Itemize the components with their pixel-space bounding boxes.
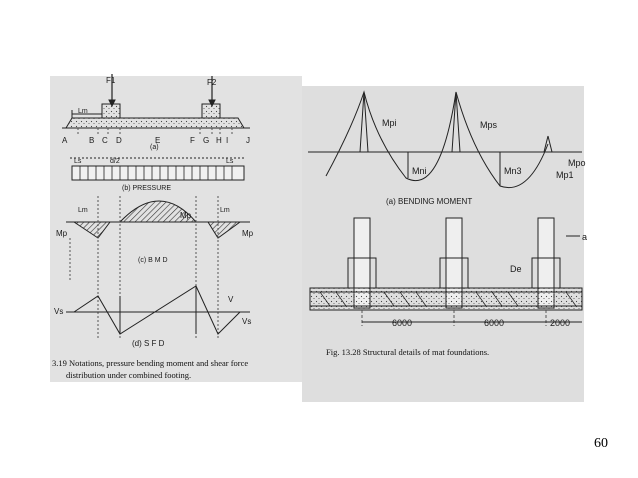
ls-label-right: Ls — [226, 158, 234, 165]
station-labels: A B C D E F G H I J — [62, 136, 250, 145]
dimension-2000: 2000 — [550, 318, 570, 328]
panel-b-label: (b) PRESSURE — [122, 185, 171, 192]
right-caption: Fig. 13.28 Structural details of mat fou… — [326, 347, 489, 357]
left-caption-line2: distribution under combined footing. — [66, 370, 191, 380]
station-d: D — [116, 136, 122, 145]
panel-d-label: (d) S F D — [132, 339, 165, 348]
lm-label-c-right: Lm — [220, 207, 230, 214]
a-label: a — [582, 232, 587, 242]
station-f: F — [190, 136, 195, 145]
dimension-6000-first: 6000 — [392, 318, 412, 328]
station-c: C — [102, 136, 108, 145]
station-a: A — [62, 136, 68, 145]
right-figure: Mpi Mps Mpo Mp1 Mni Mn3 (a) BENDING MOME… — [302, 86, 587, 402]
lm-label-a: Lm — [78, 108, 88, 115]
load-f2-label: F2 — [207, 78, 217, 87]
v-label: V — [228, 295, 234, 304]
right-scan-background — [302, 86, 584, 402]
lm-label-c-left: Lm — [78, 207, 88, 214]
mat-bending-moment-diagram — [308, 90, 582, 188]
mpo-label: Mpo — [568, 158, 586, 168]
left-figure: F1 F2 Lm A B C D E F G H I J (a) — [50, 74, 302, 382]
shear-force-diagram — [66, 285, 250, 335]
mp-label-right: Mp — [242, 229, 254, 238]
mps-label: Mps — [480, 120, 498, 130]
panel-c-label: (c) B M D — [138, 257, 168, 264]
mp-label-center: Mp — [180, 211, 192, 220]
mp1-label: Mp1 — [556, 170, 574, 180]
dimension-6000-second: 6000 — [484, 318, 504, 328]
station-h: H — [216, 136, 222, 145]
ls-label-left: Ls — [74, 158, 82, 165]
pressure-diagram — [70, 157, 246, 181]
panel-a-label: (a) — [150, 144, 159, 151]
station-g: G — [203, 136, 209, 145]
mn3-label: Mn3 — [504, 166, 522, 176]
station-i: I — [226, 136, 228, 145]
mat-foundation-detail — [309, 217, 583, 326]
de-label: De — [510, 264, 522, 274]
station-j: J — [246, 136, 250, 145]
station-b: B — [89, 136, 94, 145]
vs-label-right: Vs — [242, 317, 251, 326]
bending-moment-diagram — [66, 196, 250, 340]
mpi-label: Mpi — [382, 118, 397, 128]
station-e: E — [155, 136, 160, 145]
vs-label-left: Vs — [54, 307, 63, 316]
left-caption-line1: 3.19 Notations, pressure bending moment … — [52, 358, 248, 368]
load-f1-label: F1 — [106, 76, 116, 85]
mni-label: Mni — [412, 166, 427, 176]
d2-label: d/2 — [110, 158, 120, 165]
panel-a-bending-label: (a) BENDING MOMENT — [386, 197, 472, 206]
page-number: 60 — [594, 436, 608, 451]
mp-label-left: Mp — [56, 229, 68, 238]
combined-footing-sketch — [62, 74, 250, 136]
